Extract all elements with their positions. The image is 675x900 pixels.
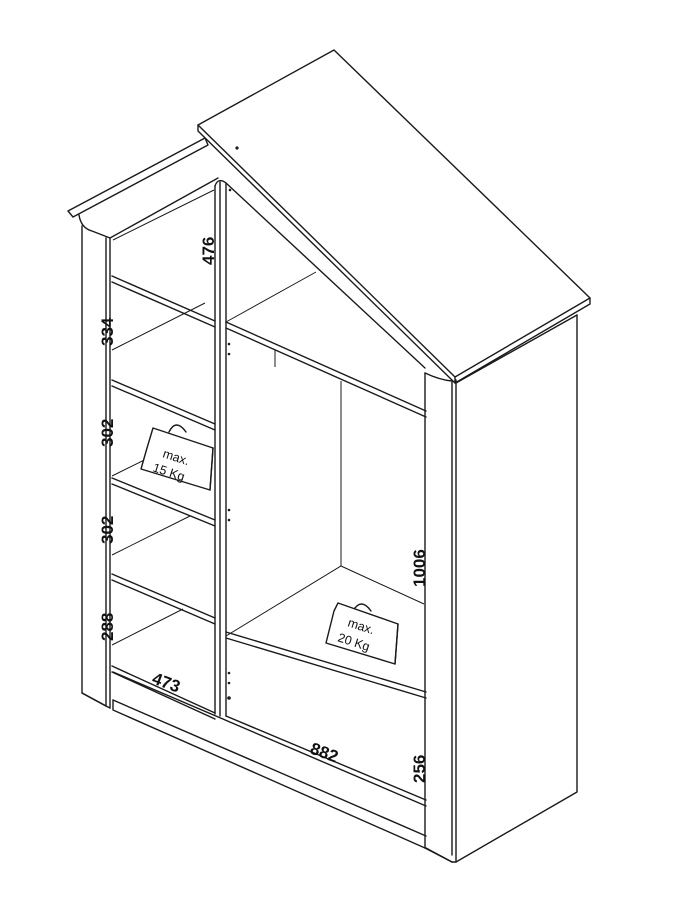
dim-left-top: 476	[199, 237, 218, 265]
dim-shelf-1: 334	[98, 317, 117, 346]
right-compartment	[112, 182, 427, 837]
dim-right-height: 1006	[410, 549, 429, 587]
right-side-panel	[424, 314, 578, 863]
main-roof	[197, 49, 591, 384]
dim-shelf-4: 288	[98, 613, 117, 641]
dim-left-width: 473	[150, 669, 183, 697]
weight-bag-15kg-icon: max. 15 Kg	[140, 424, 214, 491]
dim-shelf-2: 302	[98, 419, 117, 447]
left-side-panel	[81, 225, 111, 709]
dim-drawer-height: 256	[410, 755, 429, 783]
dimension-labels: 476 334 302 302 288 473 882 1006 256	[98, 237, 429, 783]
left-compartment-top	[112, 189, 215, 241]
left-roof	[67, 137, 219, 239]
dim-shelf-3: 302	[98, 516, 117, 544]
base-plinth	[112, 699, 426, 849]
left-shelves	[111, 275, 216, 720]
weight-bag-20kg-icon: max. 20 Kg	[325, 602, 399, 665]
